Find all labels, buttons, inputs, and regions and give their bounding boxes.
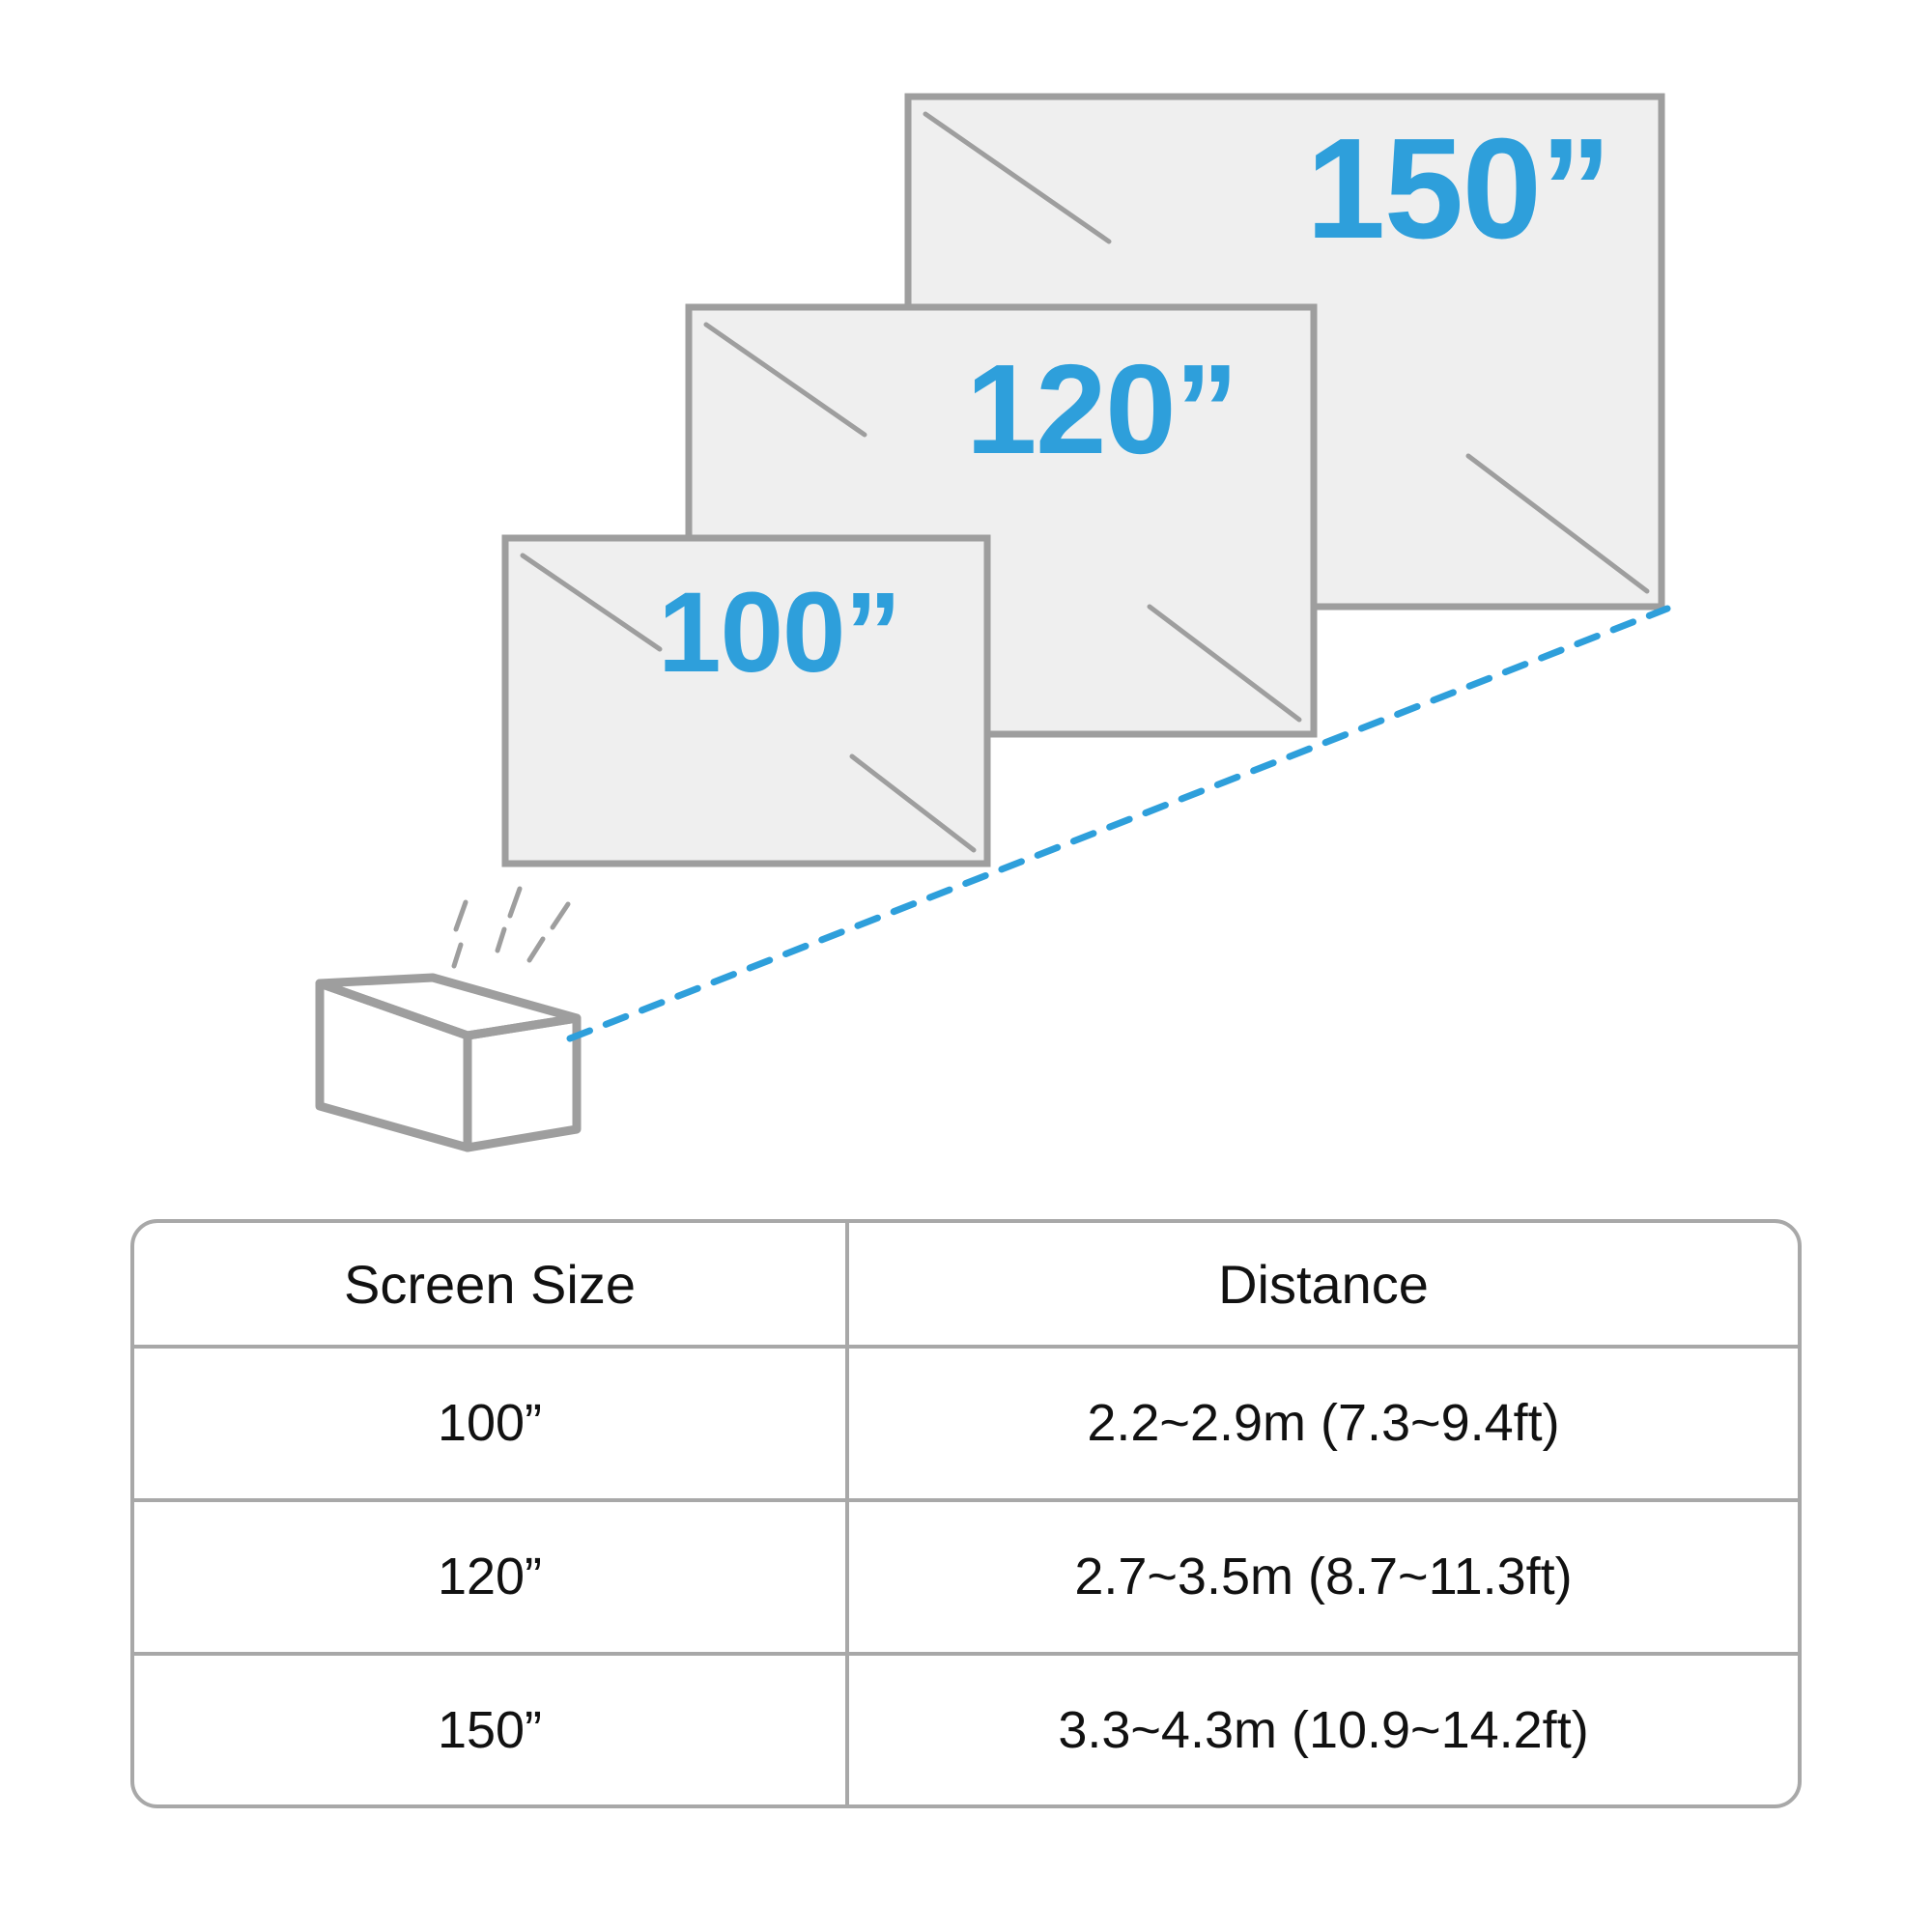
- table-row: 150” 3.3~4.3m (10.9~14.2ft): [134, 1653, 1798, 1804]
- row-120-distance: 2.7~3.5m (8.7~11.3ft): [847, 1499, 1798, 1656]
- row-100-size: 100”: [134, 1347, 849, 1502]
- light-ray-left-b: [451, 942, 464, 969]
- table-row: 120” 2.7~3.5m (8.7~11.3ft): [134, 1499, 1798, 1656]
- table-header-distance: Distance: [847, 1223, 1798, 1349]
- projector-side-face: [463, 1013, 582, 1152]
- light-ray-right-a: [550, 901, 571, 930]
- table-header-row: Screen Size Distance: [134, 1223, 1798, 1349]
- screen-100-label: 100”: [658, 569, 901, 696]
- screen-100: [501, 534, 991, 867]
- projector-front-face: [315, 979, 472, 1152]
- screen-150-diagonal-bottom: [1465, 453, 1650, 594]
- light-ray-mid-a: [507, 886, 523, 919]
- light-ray-left-a: [453, 899, 469, 932]
- table-row: 100” 2.2~2.9m (7.3~9.4ft): [134, 1347, 1798, 1502]
- screen-size-distance-table: Screen Size Distance 100” 2.2~2.9m (7.3~…: [130, 1219, 1802, 1808]
- screen-100-diagonal-top: [520, 553, 663, 652]
- row-150-distance: 3.3~4.3m (10.9~14.2ft): [1058, 1700, 1589, 1759]
- light-ray-mid-b: [495, 926, 507, 953]
- screen-150-diagonal-top: [923, 111, 1112, 244]
- screen-120-label: 120”: [966, 338, 1238, 480]
- table-header-screen-size: Screen Size: [134, 1223, 849, 1349]
- screen-120-diagonal-bottom: [1147, 604, 1302, 723]
- projector-light-rays: [451, 886, 571, 969]
- screen-150-label: 150”: [1306, 109, 1611, 269]
- row-150-size: 150”: [134, 1653, 849, 1804]
- light-ray-right-b: [526, 936, 546, 963]
- screen-120-diagonal-top: [703, 322, 867, 438]
- row-100-distance: 2.2~2.9m (7.3~9.4ft): [847, 1347, 1798, 1502]
- row-120-size: 120”: [134, 1499, 849, 1656]
- screen-120: [685, 303, 1318, 738]
- projection-throw-line: [566, 605, 1671, 1042]
- screen-100-diagonal-bottom: [849, 753, 977, 853]
- screen-100-rect: [501, 534, 991, 867]
- projector-device: [315, 973, 582, 1152]
